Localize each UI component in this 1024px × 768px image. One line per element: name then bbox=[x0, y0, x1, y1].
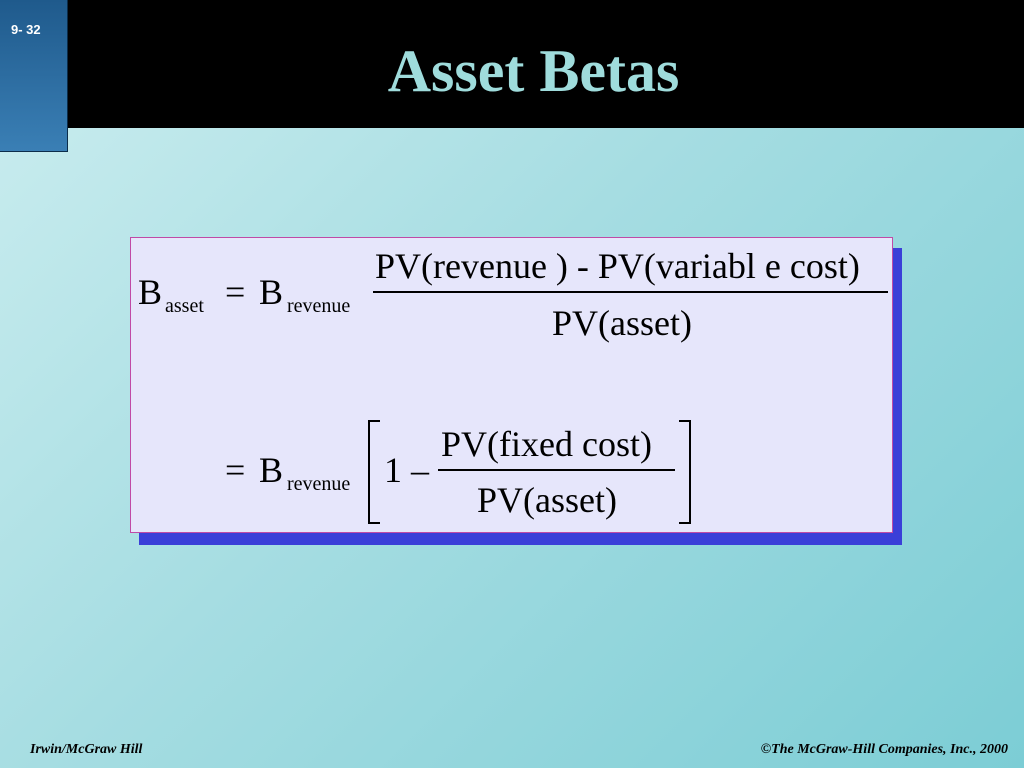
formula-box: B asset = B revenue PV(revenue ) - PV(va… bbox=[130, 237, 893, 533]
fraction-2-bar bbox=[438, 469, 675, 471]
header-bar bbox=[0, 0, 1024, 128]
beta-revenue-symbol-2: B bbox=[259, 450, 284, 490]
footer-publisher: Irwin/McGraw Hill bbox=[30, 742, 143, 757]
slide-title: Asset Betas bbox=[387, 38, 680, 104]
right-bracket bbox=[679, 420, 691, 524]
beta-asset-symbol: B bbox=[138, 272, 163, 312]
slide-number: 9- 32 bbox=[11, 22, 41, 37]
fraction-2-denominator: PV(asset) bbox=[477, 480, 617, 520]
beta-revenue-subscript-2: revenue bbox=[287, 473, 351, 495]
beta-asset-subscript: asset bbox=[165, 295, 204, 317]
one-minus: 1 – bbox=[384, 450, 429, 490]
equals-sign-2: = bbox=[225, 450, 246, 490]
left-bracket bbox=[368, 420, 380, 524]
fraction-1-denominator: PV(asset) bbox=[552, 303, 692, 343]
slide-number-tab: 9- 32 bbox=[0, 0, 68, 152]
equals-sign-1: = bbox=[225, 272, 246, 312]
footer-copyright: ©The McGraw-Hill Companies, Inc., 2000 bbox=[760, 742, 1008, 757]
fraction-1-bar bbox=[373, 291, 888, 293]
fraction-2-numerator: PV(fixed cost) bbox=[441, 424, 652, 464]
beta-revenue-subscript-1: revenue bbox=[287, 295, 351, 317]
beta-revenue-symbol-1: B bbox=[259, 272, 284, 312]
fraction-1-numerator: PV(revenue ) - PV(variabl e cost) bbox=[375, 246, 860, 286]
